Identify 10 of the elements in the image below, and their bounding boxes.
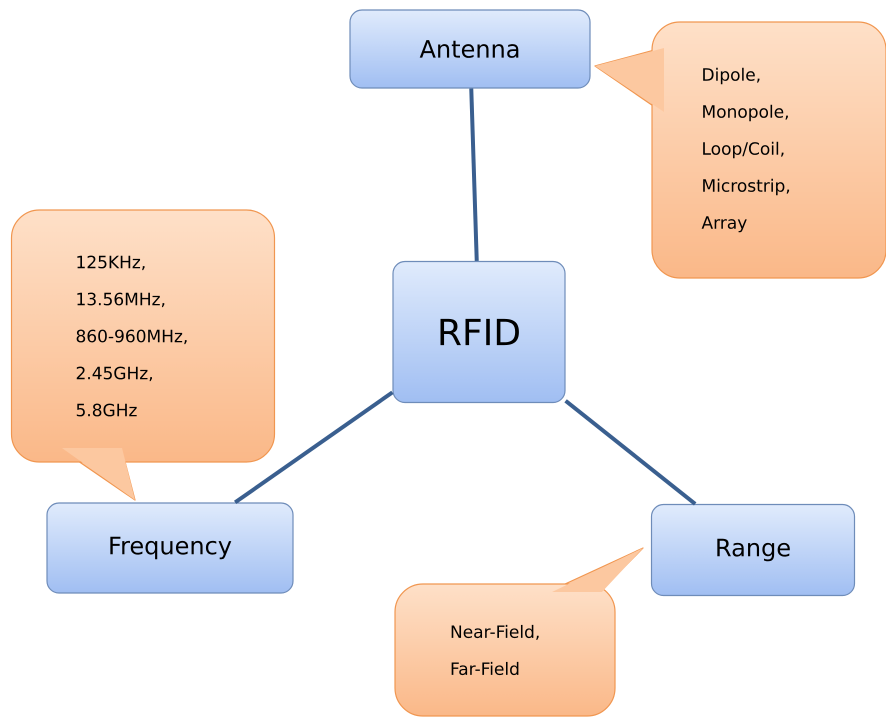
speech-bubble: Dipole, Monopole, Loop/Coil, Microstrip, Array bbox=[594, 21, 886, 279]
connector-line bbox=[469, 88, 479, 261]
connector-line bbox=[564, 399, 696, 506]
connector-line bbox=[234, 390, 394, 504]
speech-bubble: 125KHz, 13.56MHz, 860-960MHz, 2.45GHz, 5.8GHz bbox=[10, 209, 276, 501]
topic-box: Frequency bbox=[46, 502, 294, 594]
rfid-box: RFID bbox=[392, 260, 566, 404]
topic-box: Range bbox=[650, 504, 856, 596]
topic-box: Antenna bbox=[349, 9, 591, 89]
speech-bubble: Near-Field, Far-Field bbox=[394, 547, 644, 717]
